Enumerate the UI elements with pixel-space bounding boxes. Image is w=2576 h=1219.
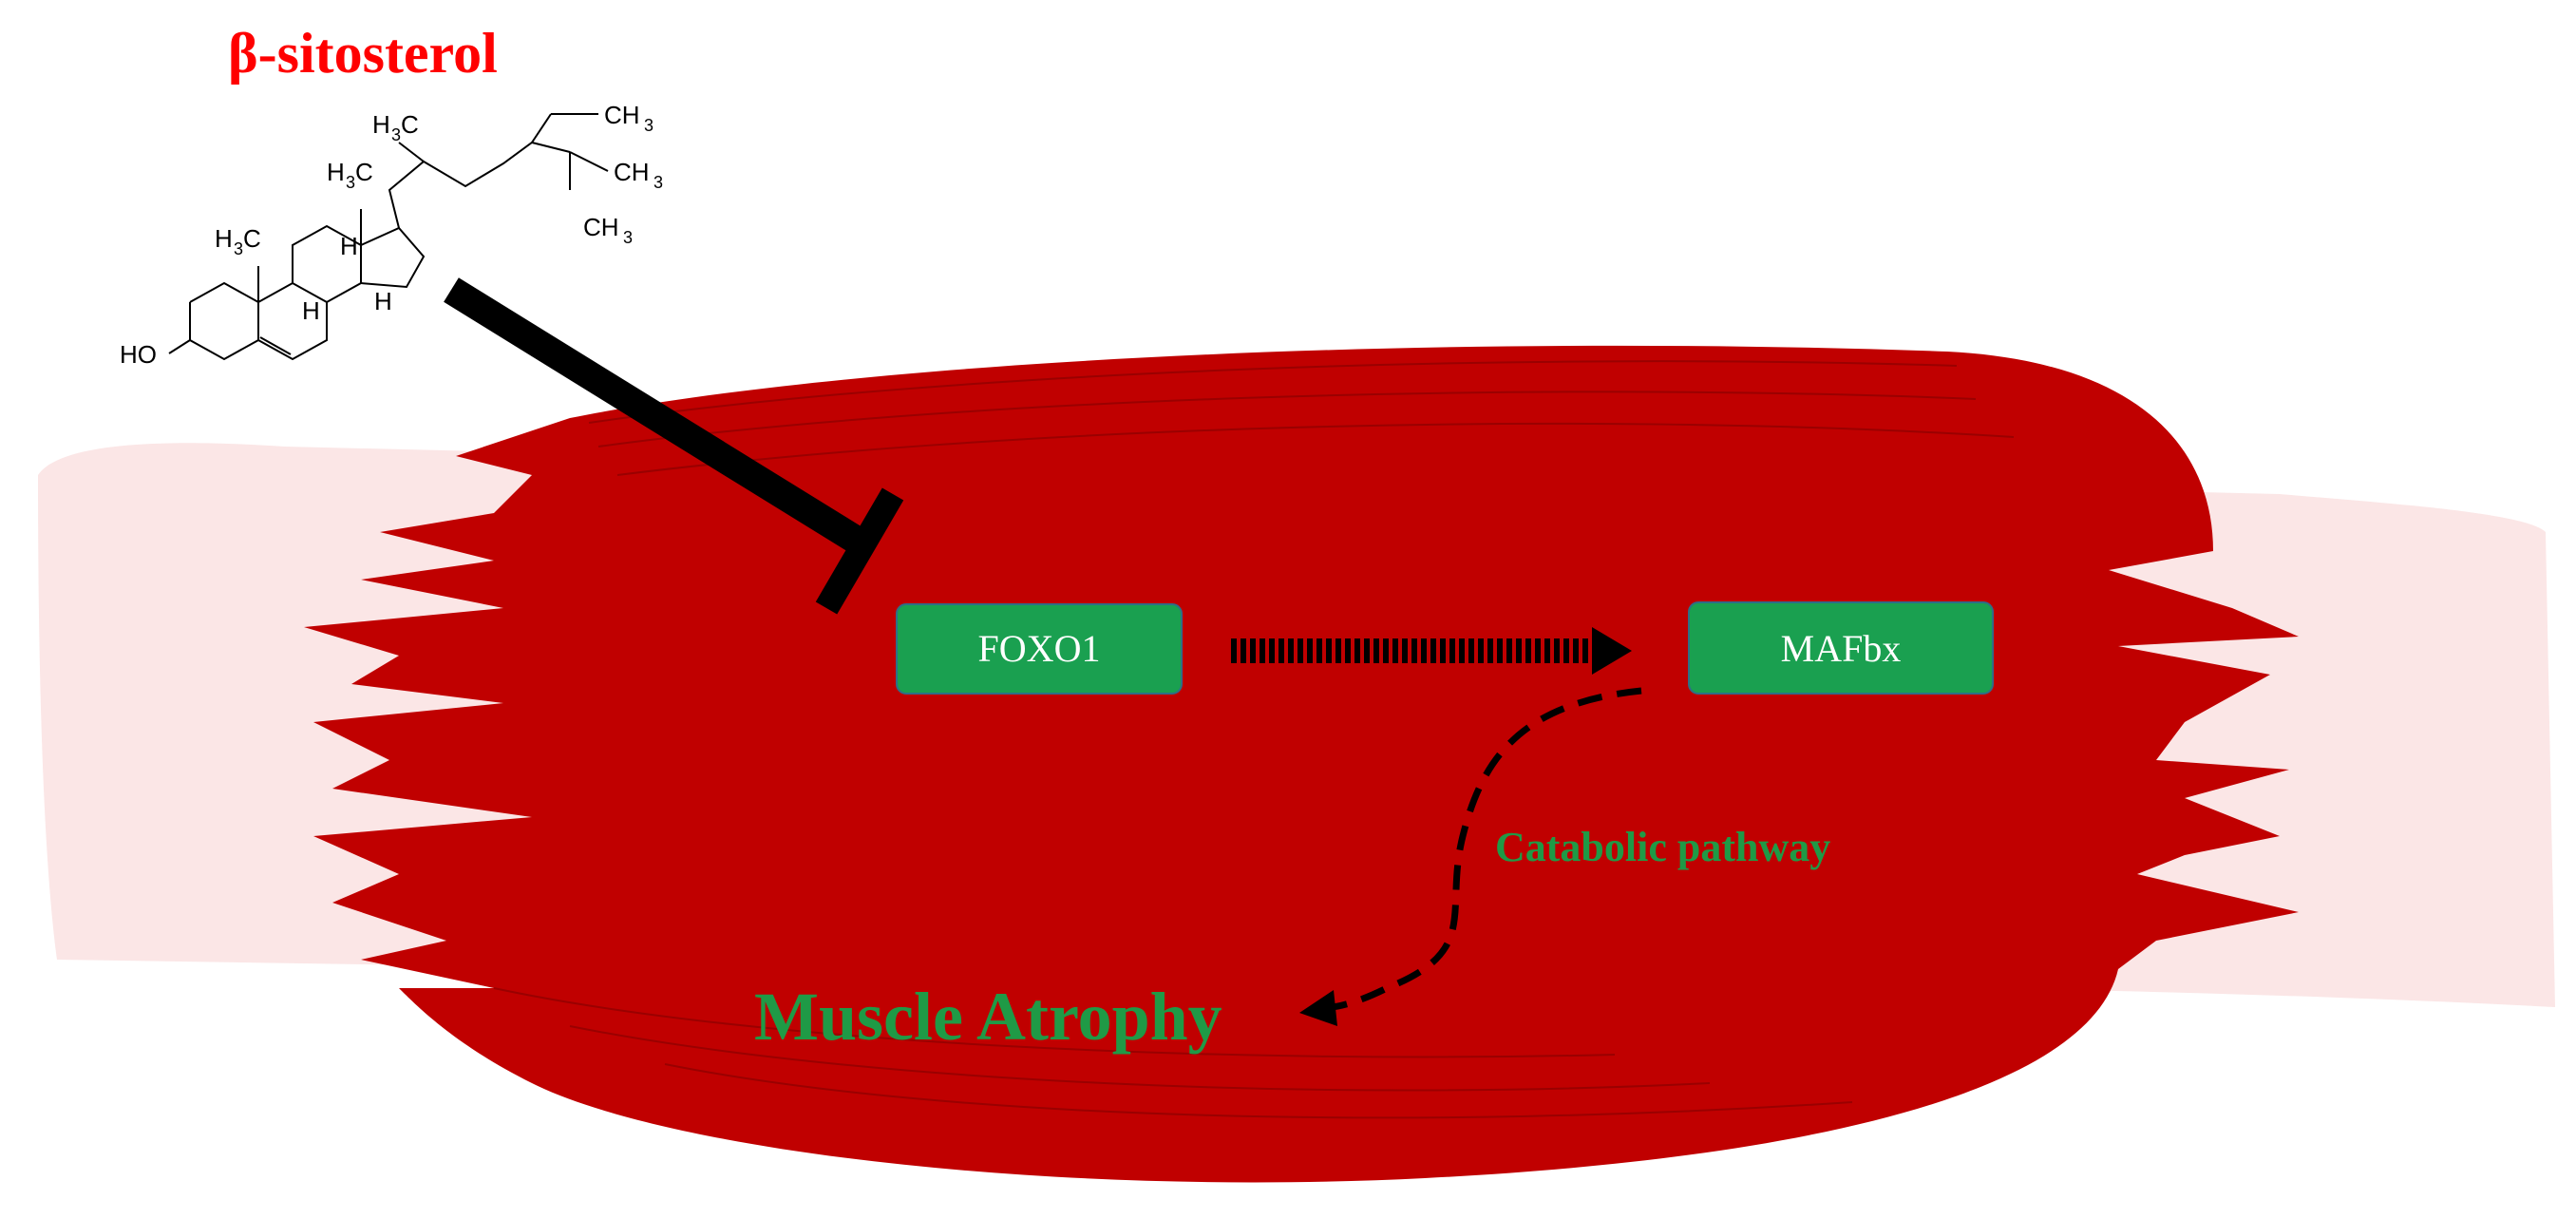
- svg-text:C: C: [355, 158, 373, 186]
- isopropyl-methyl-label-a: CH: [614, 158, 650, 186]
- mafbx-label: MAFbx: [1781, 627, 1902, 670]
- svg-text:3: 3: [653, 173, 663, 192]
- svg-text:C: C: [401, 110, 419, 139]
- catabolic-arrow: [1299, 687, 1642, 1026]
- foxo1-node: FOXO1: [896, 603, 1183, 695]
- atom-labels: HO H 3 C H 3 C H 3 C CH 3 CH 3 CH 3 H H …: [120, 101, 663, 369]
- svg-text:3: 3: [623, 228, 633, 247]
- methyl-label-19: H: [215, 224, 233, 253]
- hydrogen-label-8: H: [340, 232, 358, 260]
- svg-text:C: C: [243, 224, 261, 253]
- svg-text:3: 3: [391, 125, 401, 144]
- muscle-fiber: [304, 345, 2299, 1183]
- methyl-label-21: H: [372, 110, 390, 139]
- methyl-label-18: H: [327, 158, 345, 186]
- muscle-atrophy-label: Muscle Atrophy: [754, 979, 1222, 1055]
- svg-text:3: 3: [644, 116, 653, 135]
- muscle-striations: [493, 360, 2015, 1119]
- hydrogen-label-9: H: [302, 296, 320, 325]
- hydroxyl-label: HO: [120, 340, 157, 369]
- isopropyl-methyl-label-b: CH: [583, 213, 619, 241]
- svg-text:3: 3: [346, 173, 355, 192]
- beta-sitosterol-structure: [168, 113, 609, 361]
- compound-name: β-sitosterol: [228, 22, 498, 85]
- mafbx-node: MAFbx: [1688, 601, 1994, 695]
- ethyl-methyl-label: CH: [604, 101, 640, 129]
- activation-arrow: [1231, 627, 1632, 675]
- hydrogen-label-14: H: [374, 287, 392, 315]
- catabolic-pathway-label: Catabolic pathway: [1495, 824, 1830, 870]
- inhibition-arrow: [444, 277, 904, 615]
- foxo1-label: FOXO1: [978, 627, 1101, 670]
- svg-text:3: 3: [234, 239, 243, 258]
